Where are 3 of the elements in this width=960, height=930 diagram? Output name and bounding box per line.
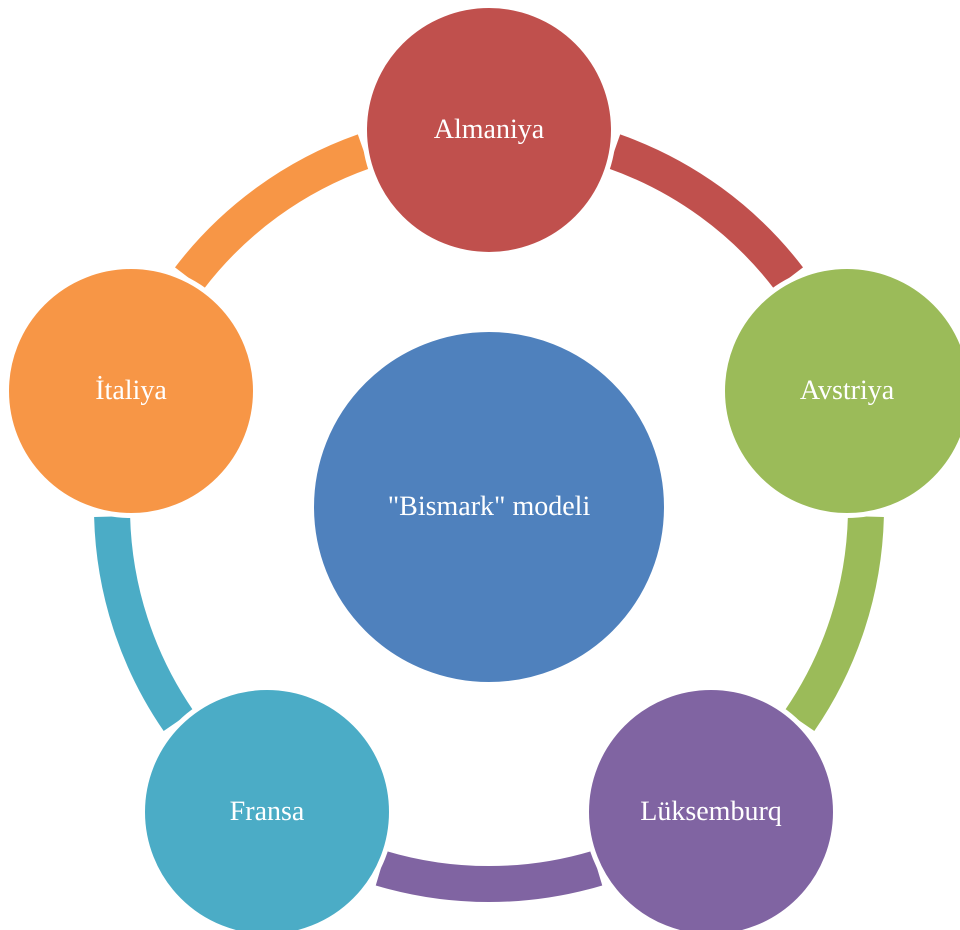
connector-arc <box>94 515 194 730</box>
connector-arc <box>376 850 602 902</box>
connector-arc <box>784 515 884 730</box>
